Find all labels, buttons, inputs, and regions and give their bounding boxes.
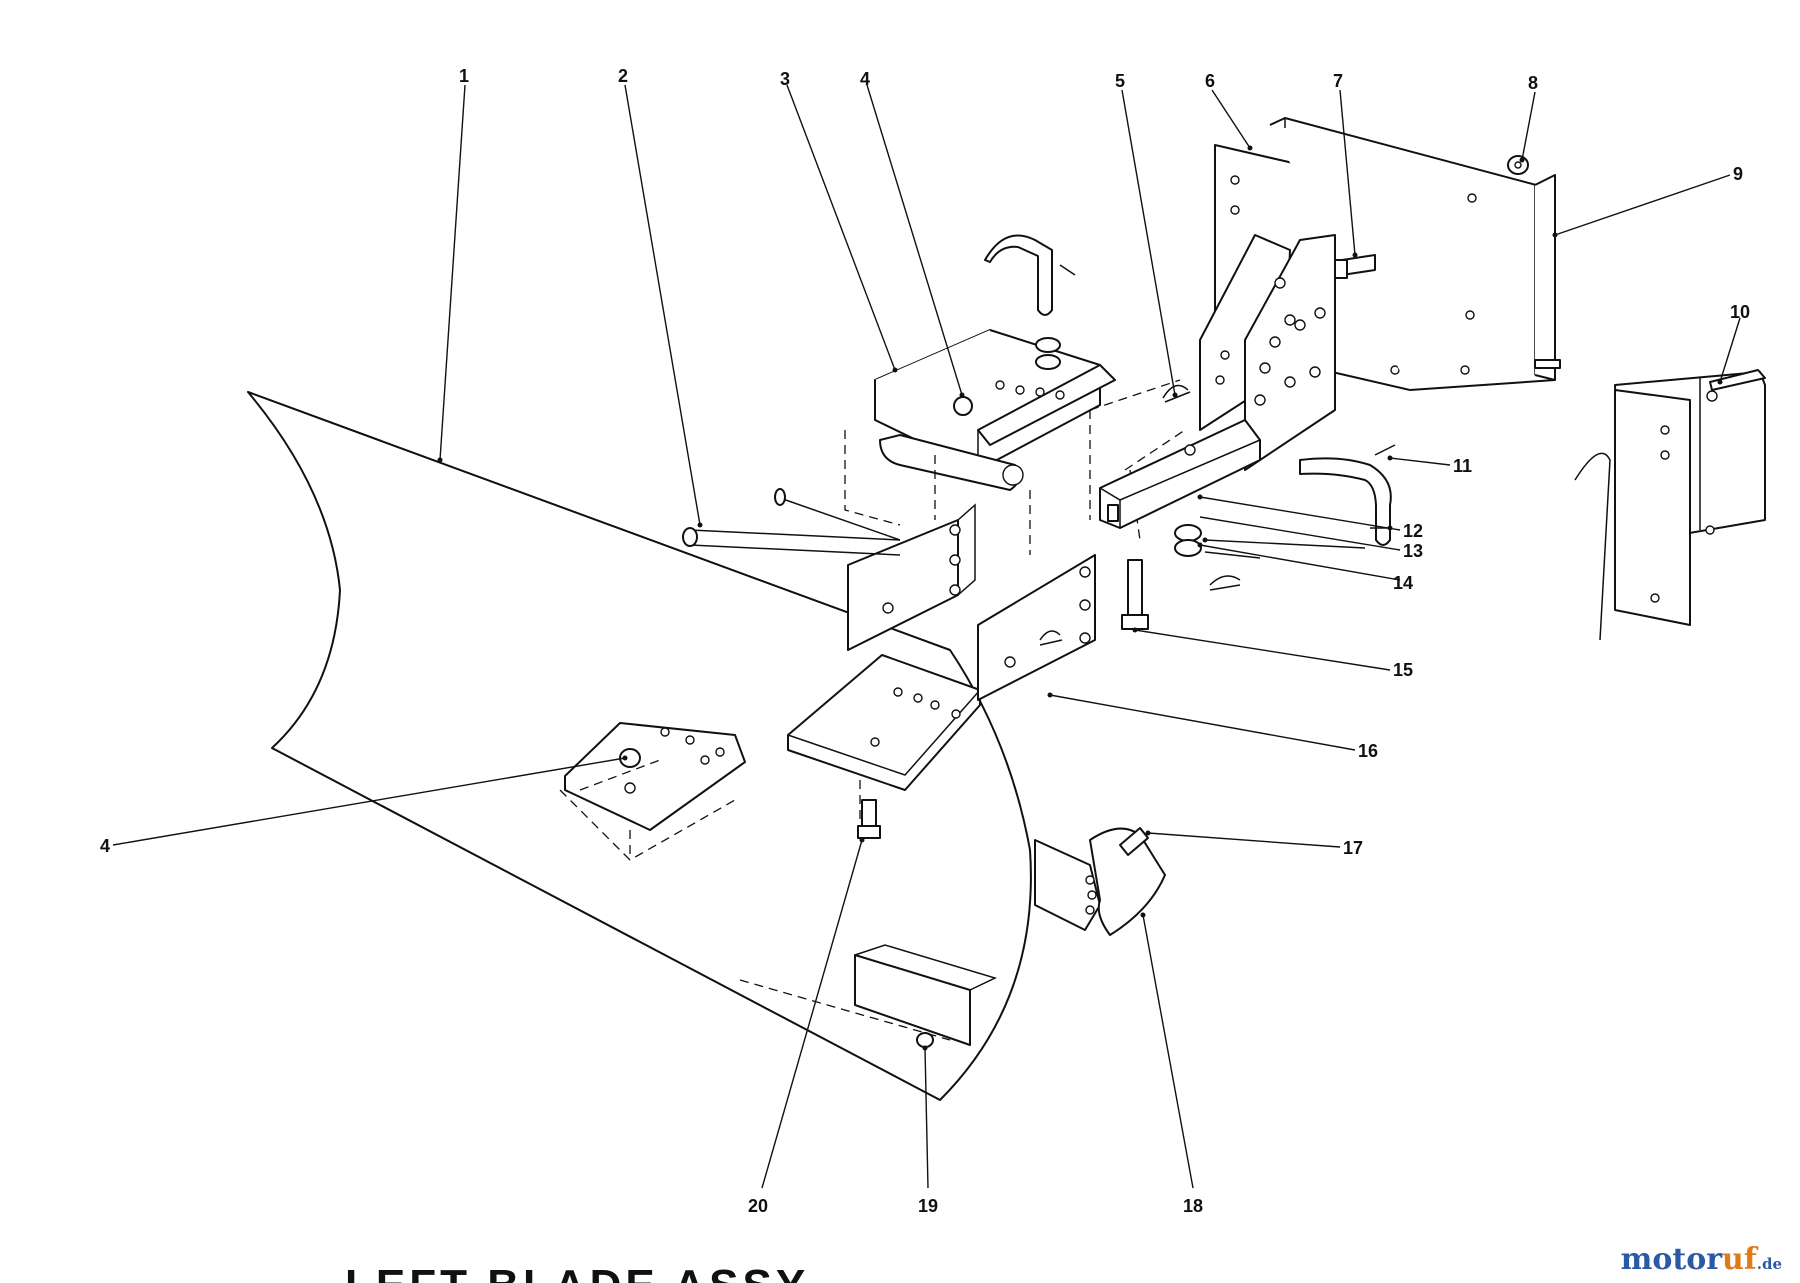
callout-4-left: 4 (100, 836, 110, 856)
bolts-and-nuts (619, 155, 1529, 839)
skid-shoe (1034, 827, 1166, 936)
watermark-logo: motoruf.de (1621, 1242, 1782, 1277)
diagram-title-text: LEFT BLADE ASSY (345, 1261, 809, 1283)
callout-labels: 1 2 3 4 5 6 7 8 9 10 11 12 13 14 15 16 1… (100, 66, 1750, 1216)
callout-10: 10 (1730, 302, 1750, 322)
callout-15: 15 (1393, 660, 1413, 680)
callout-4-top: 4 (860, 69, 870, 89)
watermark-part3: .de (1756, 1255, 1782, 1273)
callout-7: 7 (1333, 71, 1343, 91)
callout-16: 16 (1358, 741, 1378, 761)
callout-8: 8 (1528, 73, 1538, 93)
callout-9: 9 (1733, 164, 1743, 184)
diagram-title: LEFT BLADE ASSY (345, 1261, 809, 1283)
hinge-channel (874, 329, 1116, 491)
mounting-plates (1214, 117, 1561, 391)
callout-12: 12 (1403, 521, 1423, 541)
pivot-bracket-assembly (847, 503, 1096, 701)
hinge-pin (682, 488, 901, 556)
callout-3: 3 (780, 69, 790, 89)
callout-11: 11 (1453, 456, 1472, 476)
right-edge-plate (1574, 389, 1691, 641)
callout-18: 18 (1183, 1196, 1203, 1216)
callout-14: 14 (1393, 573, 1413, 593)
pivot-frame (1099, 234, 1336, 529)
blade-mount-plate (787, 654, 981, 791)
lynch-pin-top (984, 234, 1076, 370)
watermark-part2: uf (1722, 1242, 1757, 1277)
callout-1: 1 (459, 66, 469, 86)
callout-2: 2 (618, 66, 628, 86)
lower-blade-bracket (854, 944, 998, 1046)
cotter-pins (1039, 384, 1241, 646)
left-hinge-plate (564, 722, 746, 860)
blade-bolts (916, 1032, 934, 1048)
callout-20: 20 (748, 1196, 768, 1216)
lynch-pin-right (1299, 444, 1396, 546)
callout-17: 17 (1343, 838, 1363, 858)
callout-leaders (112, 84, 1741, 1189)
callout-5: 5 (1115, 71, 1125, 91)
callout-13: 13 (1403, 541, 1423, 561)
callout-19: 19 (918, 1196, 938, 1216)
watermark-part1: motor (1620, 1242, 1723, 1277)
callout-6: 6 (1205, 71, 1215, 91)
